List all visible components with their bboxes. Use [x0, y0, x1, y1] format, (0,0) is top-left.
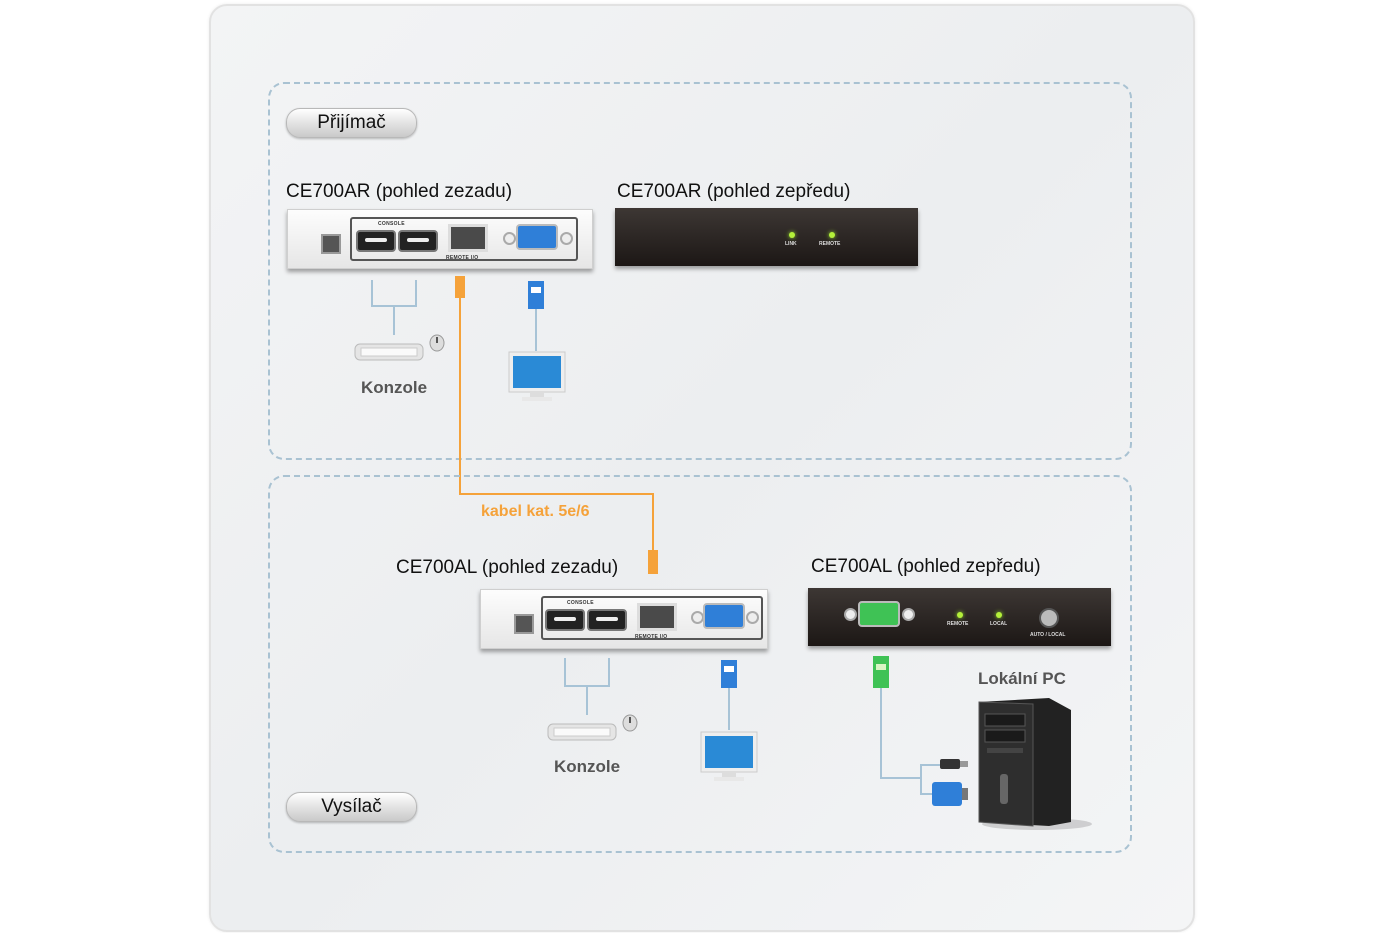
- transmitter-front-device: REMOTE LOCAL AUTO / LOCAL: [808, 588, 1111, 646]
- remote-port-label: REMOTE I/O: [635, 634, 668, 640]
- keyboard-icon: [354, 343, 424, 361]
- screw-icon: [844, 608, 857, 621]
- mouse-icon: [622, 714, 638, 732]
- receiver-rear-title: CE700AR (pohled zezadu): [286, 181, 513, 202]
- receiver-zone-label: Přijímač: [286, 108, 417, 138]
- screw-icon: [902, 608, 915, 621]
- remote-led-label: REMOTE: [947, 621, 969, 627]
- local-wire: [920, 764, 922, 794]
- transmitter-zone-label: Vysílač: [286, 792, 417, 822]
- remote-port-label: REMOTE I/O: [446, 255, 479, 261]
- local-wire: [920, 793, 934, 795]
- vga-wire: [535, 309, 537, 351]
- console-wire: [608, 658, 610, 686]
- cat5-cable: [459, 493, 654, 495]
- usb-port-icon: [545, 609, 585, 631]
- vga-port-icon: [858, 601, 900, 627]
- monitor-icon: [508, 351, 566, 401]
- link-led-label: LINK: [785, 241, 797, 247]
- receiver-front-title: CE700AR (pohled zepředu): [617, 181, 851, 202]
- vga-wire: [728, 688, 730, 730]
- console-port-frame: [541, 596, 763, 640]
- transmitter-rear-title: CE700AL (pohled zezadu): [396, 557, 619, 578]
- vga-plug-icon: [873, 656, 889, 688]
- remote-led-icon: [957, 612, 963, 618]
- cat5-cable: [652, 493, 654, 551]
- remote-led-icon: [829, 232, 835, 238]
- link-led-icon: [789, 232, 795, 238]
- transmitter-console-label: Konzole: [554, 757, 621, 776]
- console-wire: [586, 685, 588, 715]
- cable-label: kabel kat. 5e/6: [481, 503, 590, 520]
- screw-icon: [503, 232, 516, 245]
- auto-local-button[interactable]: [1039, 608, 1059, 628]
- monitor-icon: [700, 731, 758, 781]
- rj45-plug-icon: [648, 550, 658, 574]
- vga-plug-icon: [721, 660, 737, 688]
- console-port-label: CONSOLE: [567, 600, 594, 606]
- receiver-rear-device: CONSOLE REMOTE I/O: [287, 209, 593, 269]
- keyboard-icon: [547, 723, 617, 741]
- local-led-icon: [996, 612, 1002, 618]
- power-jack-icon: [321, 234, 341, 254]
- local-wire: [880, 688, 882, 778]
- rj45-port-icon: [637, 603, 677, 631]
- local-wire: [880, 777, 922, 779]
- receiver-console-label: Konzole: [361, 378, 428, 397]
- cat5-cable: [459, 298, 461, 494]
- pc-tower-icon: [978, 698, 1092, 830]
- transmitter-rear-device: CONSOLE REMOTE I/O: [480, 589, 768, 649]
- power-jack-icon: [514, 614, 534, 634]
- auto-local-label: AUTO / LOCAL: [1030, 632, 1066, 638]
- console-wire: [564, 658, 566, 686]
- rj45-plug-icon: [455, 276, 465, 298]
- local-wire: [920, 764, 942, 766]
- screw-icon: [746, 611, 759, 624]
- console-port-frame: [350, 217, 578, 261]
- console-wire: [393, 305, 395, 335]
- local-led-label: LOCAL: [990, 621, 1008, 627]
- usb-port-icon: [587, 609, 627, 631]
- console-wire: [415, 280, 417, 306]
- transmitter-zone: [268, 475, 1132, 853]
- vga-port-icon: [703, 603, 745, 629]
- transmitter-front-title: CE700AL (pohled zepředu): [811, 556, 1041, 577]
- usb-port-icon: [356, 230, 396, 252]
- receiver-zone: [268, 82, 1132, 460]
- console-port-label: CONSOLE: [378, 221, 405, 227]
- local-pc-label: Lokální PC: [978, 669, 1066, 688]
- remote-led-label: REMOTE: [819, 241, 841, 247]
- screw-icon: [560, 232, 573, 245]
- usb-plug-icon: [940, 759, 968, 769]
- usb-port-icon: [398, 230, 438, 252]
- vga-plug-icon: [528, 281, 544, 309]
- console-wire: [371, 280, 373, 306]
- rj45-port-icon: [448, 224, 488, 252]
- mouse-icon: [429, 334, 445, 352]
- vga-plug-icon: [932, 782, 968, 806]
- receiver-front-device: LINK REMOTE: [615, 208, 918, 266]
- vga-port-icon: [516, 224, 558, 250]
